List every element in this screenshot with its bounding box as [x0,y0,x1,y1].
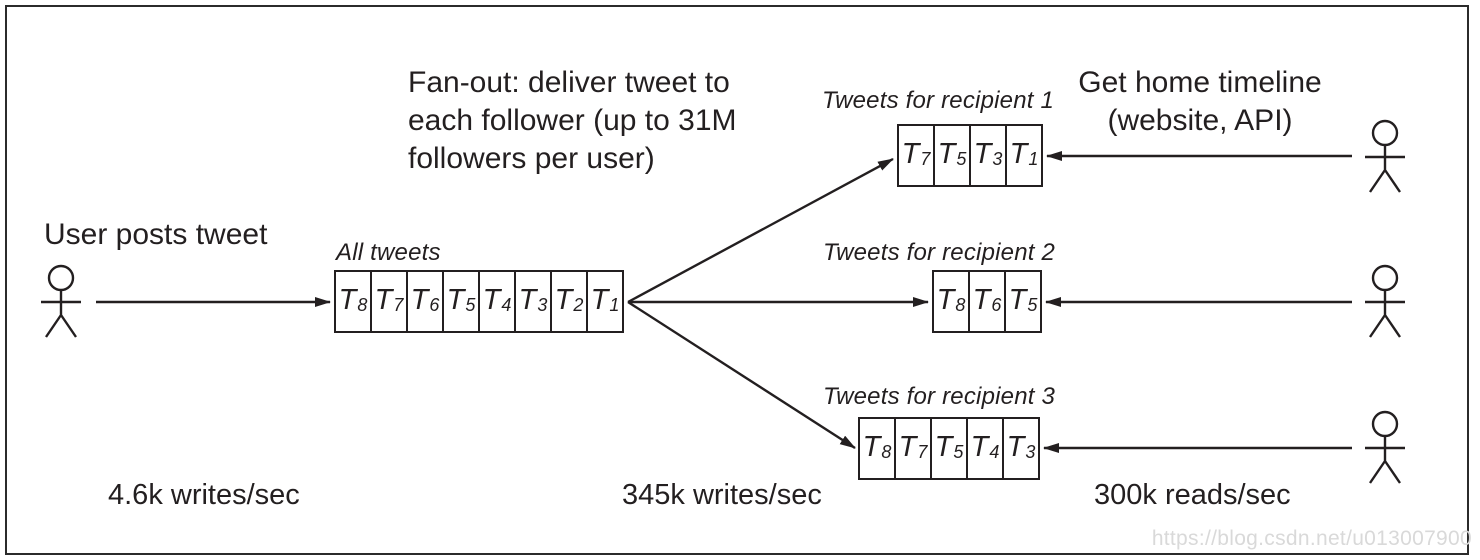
person-icon-reader-1 [1365,119,1405,193]
get-home-timeline-note: Get home timeline (website, API) [1078,66,1322,137]
user-posts-tweet-label: User posts tweet [44,218,268,251]
recipient-1-label: Tweets for recipient 1 [822,87,1055,114]
metric-fanout-writes-per-sec: 345k writes/sec [622,479,822,511]
arrow-fanout-to-recipient-1 [627,157,894,304]
all-tweets-label: All tweets [336,239,441,266]
person-icon-reader-2 [1365,264,1405,338]
metric-reads-per-sec: 300k reads/sec [1094,479,1291,511]
recipient-3-label: Tweets for recipient 3 [823,383,1056,410]
diagram-border [5,5,1469,555]
metric-writes-per-sec: 4.6k writes/sec [108,479,300,511]
person-icon-reader-3 [1365,410,1405,484]
arrow-fanout-to-recipient-3 [627,300,856,450]
person-icon-posting-user [41,264,81,338]
recipient-2-label: Tweets for recipient 2 [823,239,1056,266]
fanout-note: Fan-out: deliver tweet to each follower … [408,66,737,175]
watermark-url: https://blog.csdn.net/u013007900 [1151,527,1472,550]
